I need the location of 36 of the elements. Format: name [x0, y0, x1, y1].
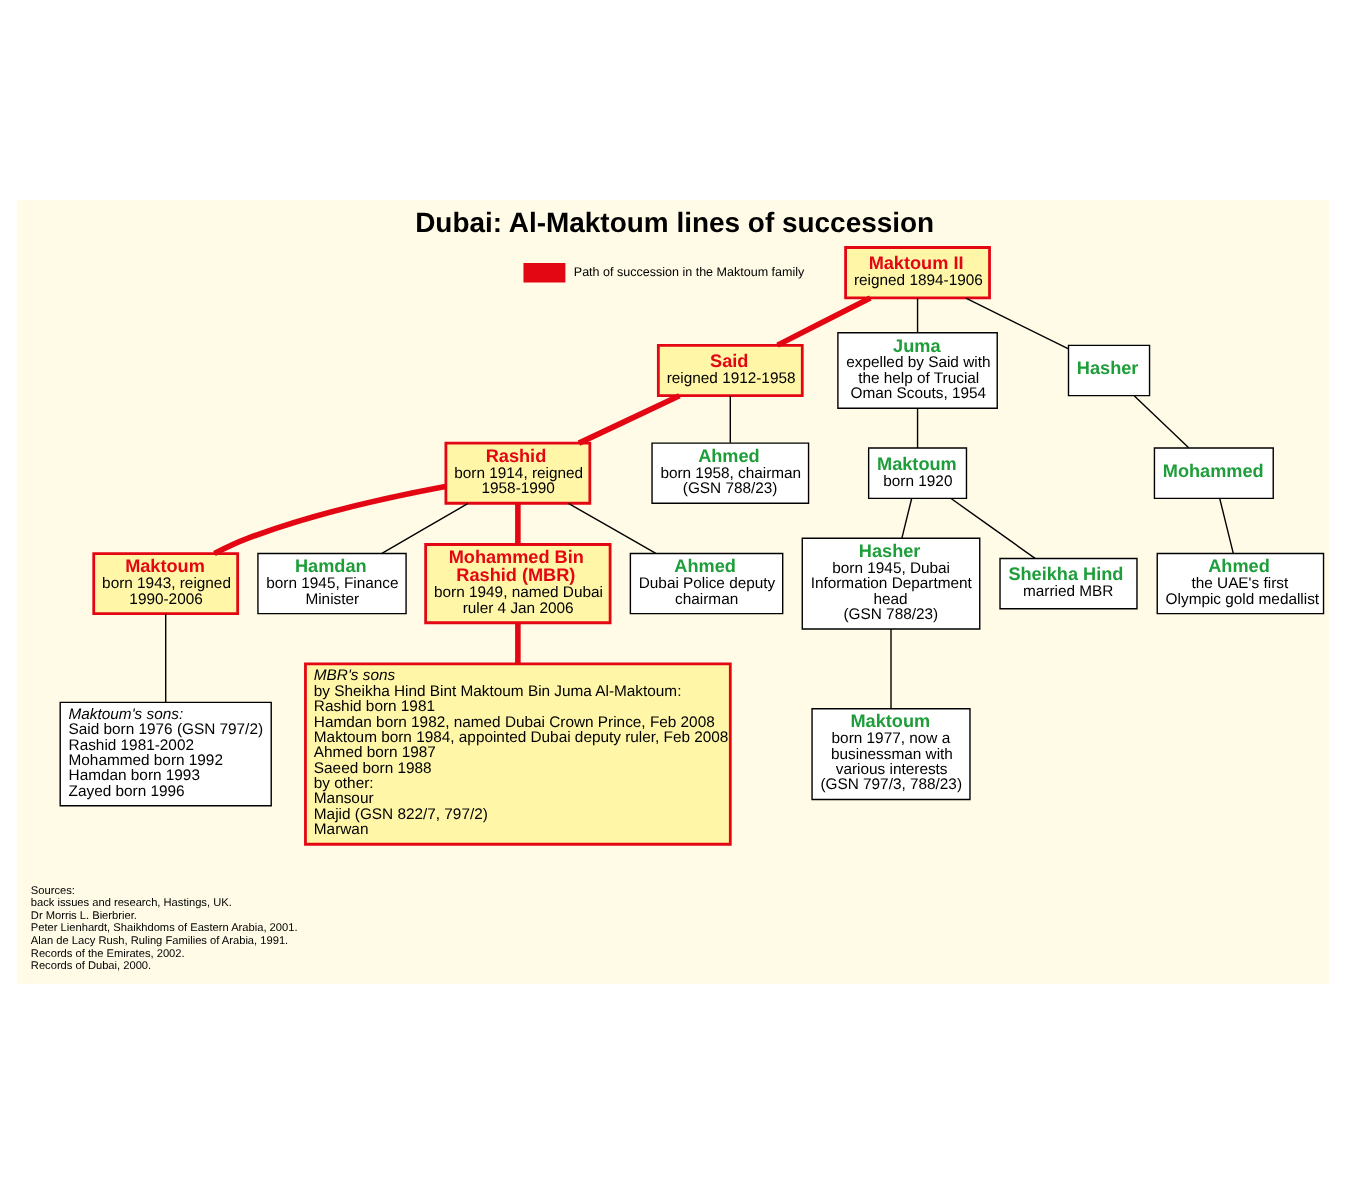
node-box: Maktoum II reigned 1894-1906 — [844, 245, 991, 299]
node-box: Maktoum born 1920 — [867, 446, 968, 499]
connector — [381, 501, 469, 553]
connector — [965, 296, 1070, 349]
node-box: Said reigned 1912-1958 — [656, 342, 804, 397]
connector — [577, 392, 681, 445]
connector — [567, 501, 657, 553]
node-box: Maktoum's sons: Said born 1976 (GSN 797/2) Rashid 1981-2002 Mohammed born 1992 Hamdan born 1993 Zayed born 1996 — [59, 700, 272, 806]
node-box: MBR's sons by Sheikha Hind Bint Maktoum Bin Juma Al-Maktoum: Rashid born 1981 Hamdan born 1982, named Dubai Crown Prince, Feb 2008 Maktoum born 1984, appointed Dubai deputy ruler, Feb 2008 Ahmed born 1987 Saeed born 1988 by other: Mansour Majid (GSN 822/7, 797/2) Marwan — [304, 661, 732, 845]
connector — [213, 482, 446, 556]
connector — [729, 394, 731, 443]
connector — [916, 406, 919, 448]
connector — [776, 294, 872, 347]
node-box: Ahmed Dubai Police deputy chairman — [629, 551, 784, 614]
connector — [515, 622, 521, 663]
node-box: Hasher — [1067, 343, 1151, 396]
connector — [890, 627, 892, 709]
node-box: Ahmed born 1958, chairman (GSN 788/23) — [651, 441, 810, 503]
connector — [1133, 394, 1190, 448]
node-box: Maktoum born 1977, now a businessman with various interests (GSN 797/3, 788/23) — [811, 707, 971, 800]
connector — [1219, 496, 1234, 554]
node-box: Hamdan born 1945, Finance Minister — [257, 551, 407, 614]
node-box: Mohammed Bin Rashid (MBR) born 1949, named Dubai ruler 4 Jan 2006 — [424, 542, 612, 624]
node-box: Ahmed the UAE's first Olympic gold medallist — [1156, 551, 1325, 614]
connector — [165, 612, 167, 702]
node-box: Sheikha Hind married MBR — [999, 556, 1138, 609]
node-box: Juma expelled by Said with the help of Trucial Oman Scouts, 1954 — [837, 331, 998, 408]
connector — [916, 296, 919, 333]
connector — [901, 496, 913, 538]
node-box: Rashid born 1914, reigned 1958-1990 — [444, 440, 592, 504]
node-box: Maktoum born 1943, reigned 1990-2006 — [92, 551, 240, 615]
diagram-title: Dubai: Al-Maktoum lines of succession — [415, 205, 935, 238]
connector — [515, 502, 521, 544]
node-box: Mohammed — [1153, 446, 1274, 499]
connector — [950, 496, 1036, 559]
node-box: Hasher born 1945, Dubai Information Department head (GSN 788/23) — [801, 536, 981, 629]
